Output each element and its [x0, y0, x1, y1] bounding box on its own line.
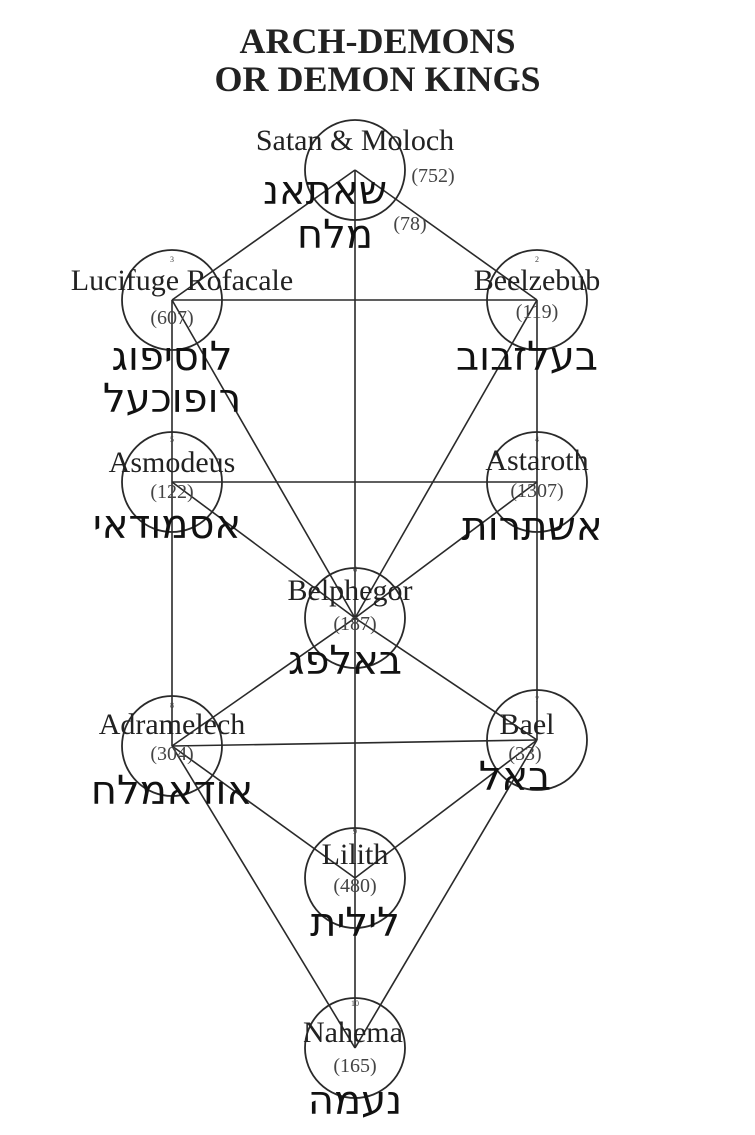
title-line-2: OR DEMON KINGS [214, 59, 541, 99]
path-satan-lucifuge [171, 169, 356, 301]
node-hebrew-lilith: לילית [310, 900, 400, 946]
node-name-beelzebub: Beelzebub [474, 264, 601, 297]
node-number-2-satan: (78) [393, 213, 426, 235]
node-hebrew-adramelech: אודאמלח [91, 768, 253, 814]
connection-lines [171, 169, 538, 1049]
sephira-circle-adramelech [121, 695, 223, 797]
sephira-circle-nahema [304, 997, 406, 1099]
node-name-nahema: Nahema [303, 1016, 403, 1049]
node-index-lilith: 9 [353, 827, 357, 836]
path-astaroth-belphegor [354, 481, 538, 619]
node-name-lilith: Lilith [322, 838, 389, 871]
node-index-beelzebub: 2 [535, 255, 539, 264]
title-line-1: ARCH-DEMONS [239, 21, 516, 61]
node-number-belphegor: (187) [333, 613, 376, 635]
node-name-bael: Bael [500, 708, 555, 741]
path-adramelech-lilith [171, 745, 356, 879]
node-number-asmodeus: (122) [150, 481, 193, 503]
path-adramelech-bael [171, 739, 538, 747]
node-index-nahema: 10 [351, 999, 359, 1008]
node-hebrew-lucifuge: לוסיפוג [112, 334, 233, 380]
path-belphegor-bael [354, 617, 538, 741]
node-index-belphegor: 6 [353, 565, 357, 574]
node-index-astaroth: 4 [535, 435, 539, 444]
sephira-circle-beelzebub [486, 249, 588, 351]
path-adramelech-nahema [171, 745, 356, 1049]
path-bael-nahema [354, 739, 538, 1049]
node-index-lucifuge: 3 [170, 255, 174, 264]
node-number-nahema: (165) [333, 1055, 376, 1077]
node-circles [121, 119, 588, 1099]
diagram-title: ARCH-DEMONS OR DEMON KINGS [0, 22, 755, 98]
node-hebrew-nahema: נעמה [308, 1078, 402, 1124]
node-number-satan: (752) [411, 165, 454, 187]
sephira-circle-belphegor [304, 567, 406, 669]
node-index-asmodeus: 5 [170, 435, 174, 444]
path-satan-beelzebub [354, 169, 538, 301]
sephira-circle-astaroth [486, 431, 588, 533]
node-name-astaroth: Astaroth [485, 444, 588, 477]
sephira-circle-lucifuge [121, 249, 223, 351]
node-number-astaroth: (1307) [510, 480, 563, 502]
node-name-satan: Satan & Moloch [256, 124, 454, 157]
node-number-lilith: (480) [333, 875, 376, 897]
node-hebrew-2-lucifuge: רופוכעל [103, 376, 241, 422]
node-hebrew-beelzebub: בעלזבוב [456, 334, 598, 380]
sephira-circle-lilith [304, 827, 406, 929]
node-hebrew-asmodeus: אסמודאי [93, 502, 241, 548]
path-belphegor-adramelech [171, 617, 356, 747]
node-index-bael: 7 [535, 695, 539, 704]
path-asmodeus-belphegor [171, 481, 356, 619]
node-hebrew-2-satan: מלח [297, 212, 373, 258]
node-hebrew-satan: שאתאנ [263, 168, 387, 214]
node-hebrew-bael: באל [479, 754, 552, 800]
sephira-circle-bael [486, 689, 588, 791]
node-number-adramelech: (304) [150, 743, 193, 765]
node-name-lucifuge: Lucifuge Rofacale [71, 264, 293, 297]
path-beelzebub-belphegor [354, 299, 538, 619]
node-name-asmodeus: Asmodeus [109, 446, 236, 479]
node-number-beelzebub: (119) [516, 301, 559, 323]
node-index-adramelech: 8 [170, 701, 174, 710]
node-name-belphegor: Belphegor [288, 574, 413, 607]
sephira-circle-asmodeus [121, 431, 223, 533]
node-hebrew-astaroth: אשתרות [461, 504, 602, 550]
path-lucifuge-belphegor [171, 299, 356, 619]
node-name-adramelech: Adramelech [99, 708, 246, 741]
node-number-bael: (33) [508, 743, 541, 765]
node-number-lucifuge: (607) [150, 307, 193, 329]
node-hebrew-belphegor: באלפג [288, 638, 402, 684]
node-labels: Satan & Moloch (752) שאתאנ (78) מלח 2Beelzebu… [71, 124, 603, 1124]
path-bael-lilith [354, 739, 538, 879]
sephira-circle-satan [304, 119, 406, 221]
